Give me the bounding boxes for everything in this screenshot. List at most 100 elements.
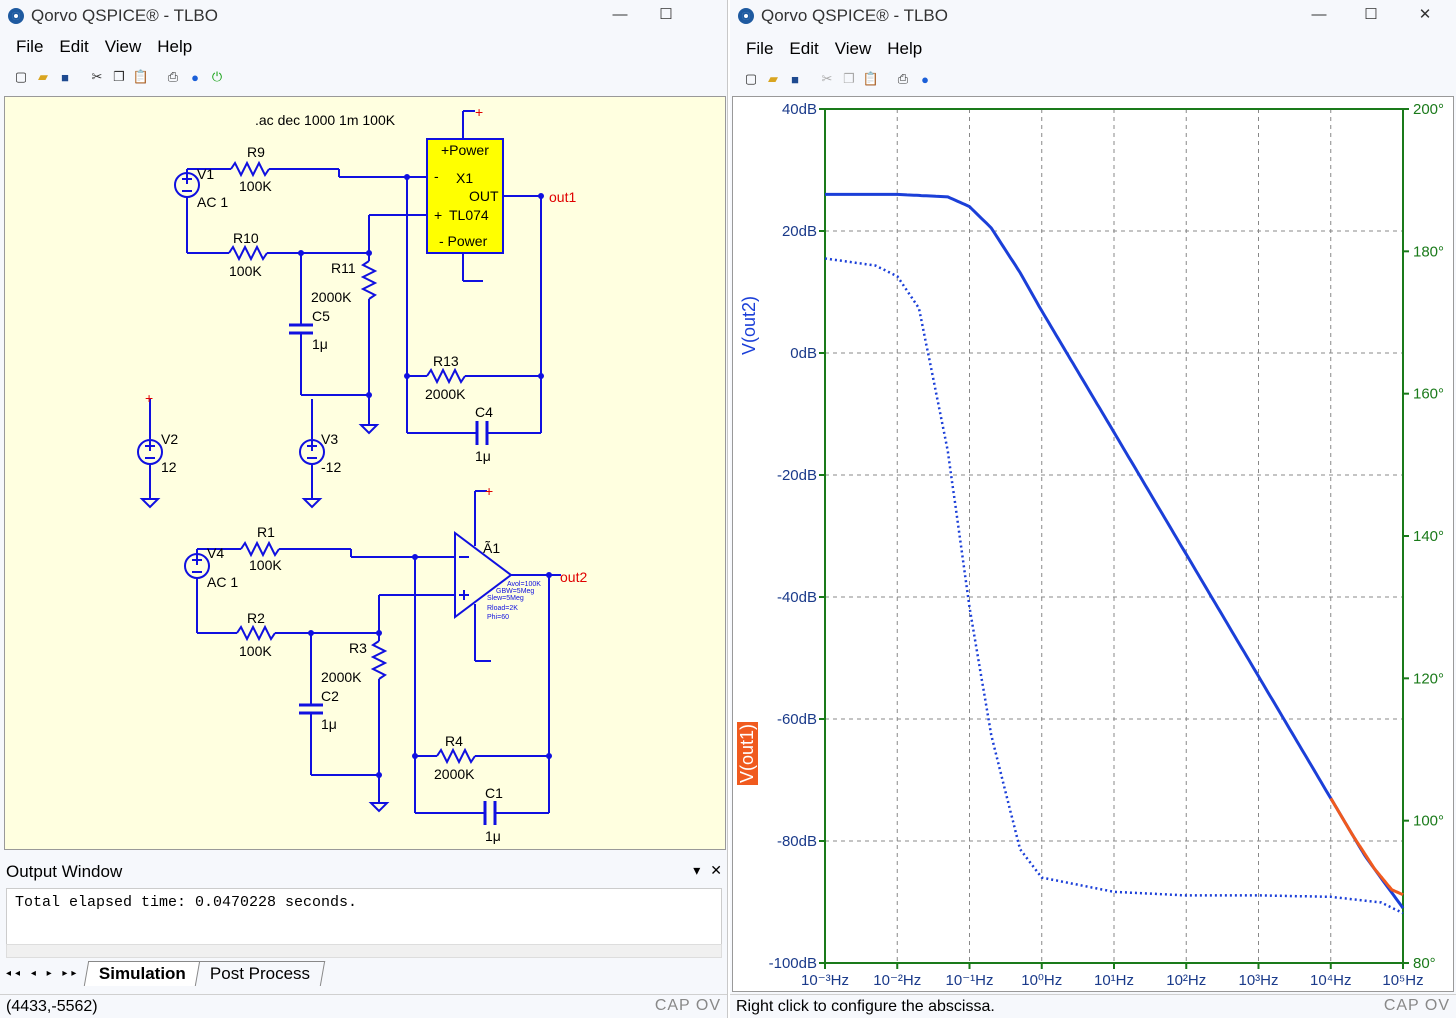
value-r4: 2000K [434, 766, 475, 782]
label-r3: R3 [349, 640, 367, 656]
y-right-tick-label: 160° [1413, 386, 1444, 403]
tab-simulation[interactable]: Simulation [84, 960, 202, 986]
copy-icon[interactable]: ❐ [113, 69, 125, 84]
close-button[interactable]: ✕ [1418, 6, 1432, 23]
value-v3: -12 [321, 459, 341, 475]
a1-param-slew: Slew=5Meg [487, 595, 524, 602]
x1-pos-power: +Power [441, 142, 489, 158]
tab-post-process[interactable]: Post Process [195, 960, 326, 986]
label-x1: X1 [456, 170, 473, 186]
value-v4: AC 1 [207, 574, 238, 590]
a1-param-gbw: GBW=5Meg [496, 588, 534, 595]
paste-icon[interactable]: 📋 [862, 71, 880, 86]
y-right-tick-label: 200° [1413, 101, 1444, 118]
y-left-tick-label: 20dB [782, 223, 817, 240]
menu-view[interactable]: View [834, 39, 872, 58]
trace-v-out1-magnitude [1329, 797, 1404, 896]
a1-supply-plus: + [485, 483, 493, 499]
value-c2: 1μ [321, 716, 337, 732]
value-v2: 12 [161, 459, 177, 475]
left-statusbar: (4433,-5562) CAP OV [0, 994, 727, 1018]
waveform-window: Qorvo QSPICE® - TLBO — ☐ ✕ File Edit Vie… [730, 0, 1456, 1018]
open-folder-icon[interactable]: ▰ [38, 69, 48, 84]
value-r11: 2000K [311, 289, 352, 305]
help-icon[interactable]: ● [191, 69, 199, 85]
cut-icon[interactable]: ✂ [91, 69, 103, 84]
y-right-tick-label: 100° [1413, 813, 1444, 830]
label-r4: R4 [445, 733, 463, 749]
value-c1: 1μ [485, 828, 501, 844]
label-c1: C1 [485, 785, 503, 801]
x1-plus-input: + [434, 207, 442, 223]
menu-help[interactable]: Help [157, 37, 193, 56]
label-v3: V3 [321, 431, 338, 447]
label-v4: V4 [207, 545, 224, 561]
print-icon[interactable]: ⎙ [167, 69, 179, 84]
value-r10: 100K [229, 263, 262, 279]
output-log[interactable]: Total elapsed time: 0.0470228 seconds. [6, 888, 722, 946]
right-titlebar: Qorvo QSPICE® - TLBO — ☐ ✕ [730, 0, 1456, 32]
save-icon[interactable]: ■ [791, 71, 799, 87]
value-r1: 100K [249, 557, 282, 573]
schematic-canvas[interactable]: .ac dec 1000 1m 100K V1 AC 1 R9 100K R10… [4, 96, 726, 850]
net-label-out1[interactable]: out1 [549, 189, 576, 205]
y-left-tick-label: 0dB [790, 345, 817, 362]
run-simulation-icon[interactable]: ⏻ [211, 69, 223, 84]
label-c5: C5 [312, 308, 330, 324]
left-titlebar: Qorvo QSPICE® - TLBO — ☐ [0, 0, 727, 32]
keyboard-state: CAP OV [1383, 997, 1450, 1014]
menu-view[interactable]: View [104, 37, 142, 56]
save-icon[interactable]: ■ [61, 69, 69, 85]
label-r13: R13 [433, 353, 459, 369]
value-r2: 100K [239, 643, 272, 659]
net-label-out2[interactable]: out2 [560, 569, 587, 585]
x-tick-label: 10⁵Hz [1382, 972, 1423, 989]
copy-icon[interactable]: ❐ [843, 71, 855, 86]
right-menubar: File Edit View Help [730, 34, 1456, 64]
menu-edit[interactable]: Edit [789, 39, 819, 58]
x1-minus-input: - [434, 168, 439, 184]
output-horizontal-scrollbar[interactable] [6, 944, 722, 958]
label-r10: R10 [233, 230, 259, 246]
x-tick-label: 10⁻³Hz [801, 972, 849, 989]
analysis-directive[interactable]: .ac dec 1000 1m 100K [255, 112, 396, 128]
help-icon[interactable]: ● [921, 71, 929, 87]
maximize-button[interactable]: ☐ [1364, 6, 1378, 23]
minimize-button[interactable]: — [1311, 6, 1327, 23]
maximize-button[interactable]: ☐ [659, 6, 673, 23]
label-c2: C2 [321, 688, 339, 704]
open-folder-icon[interactable]: ▰ [768, 71, 778, 86]
v2-plus: + [145, 390, 153, 406]
output-window-dropdown-icon[interactable]: ▾ [693, 862, 701, 878]
cut-icon[interactable]: ✂ [821, 71, 833, 86]
value-v1: AC 1 [197, 194, 228, 210]
trace-label-v-out2[interactable]: V(out2) [739, 295, 759, 355]
menu-edit[interactable]: Edit [59, 37, 89, 56]
menu-help[interactable]: Help [887, 39, 923, 58]
menu-file[interactable]: File [16, 37, 44, 56]
label-v2: V2 [161, 431, 178, 447]
paste-icon[interactable]: 📋 [132, 69, 150, 84]
x-tick-label: 10¹Hz [1094, 972, 1134, 989]
y-right-tick-label: 180° [1413, 243, 1444, 260]
y-right-tick-label: 120° [1413, 670, 1444, 687]
x1-out-pin: OUT [469, 188, 499, 204]
y-left-tick-label: -60dB [777, 711, 817, 728]
minimize-button[interactable]: — [612, 6, 628, 23]
tab-scroll-arrows[interactable]: ◂◂ ◂ ▸ ▸▸ [6, 967, 81, 979]
value-r13: 2000K [425, 386, 466, 402]
x-tick-label: 10⁰Hz [1021, 972, 1062, 989]
print-icon[interactable]: ⎙ [897, 71, 909, 86]
value-c5: 1μ [312, 336, 328, 352]
trace-label-v-out1[interactable]: V(out1) [737, 721, 758, 785]
new-file-icon[interactable]: ▢ [744, 71, 758, 86]
value-r3: 2000K [321, 669, 362, 685]
menu-file[interactable]: File [746, 39, 774, 58]
bottom-tabbar: ◂◂ ◂ ▸ ▸▸ Simulation Post Process [0, 958, 727, 988]
left-toolbar: ▢ ▰ ■ ✂ ❐ 📋 ⎙ ● ⏻ [0, 62, 727, 92]
new-file-icon[interactable]: ▢ [14, 69, 28, 84]
y-left-tick-label: -80dB [777, 833, 817, 850]
output-window-close-icon[interactable]: ✕ [710, 862, 722, 878]
